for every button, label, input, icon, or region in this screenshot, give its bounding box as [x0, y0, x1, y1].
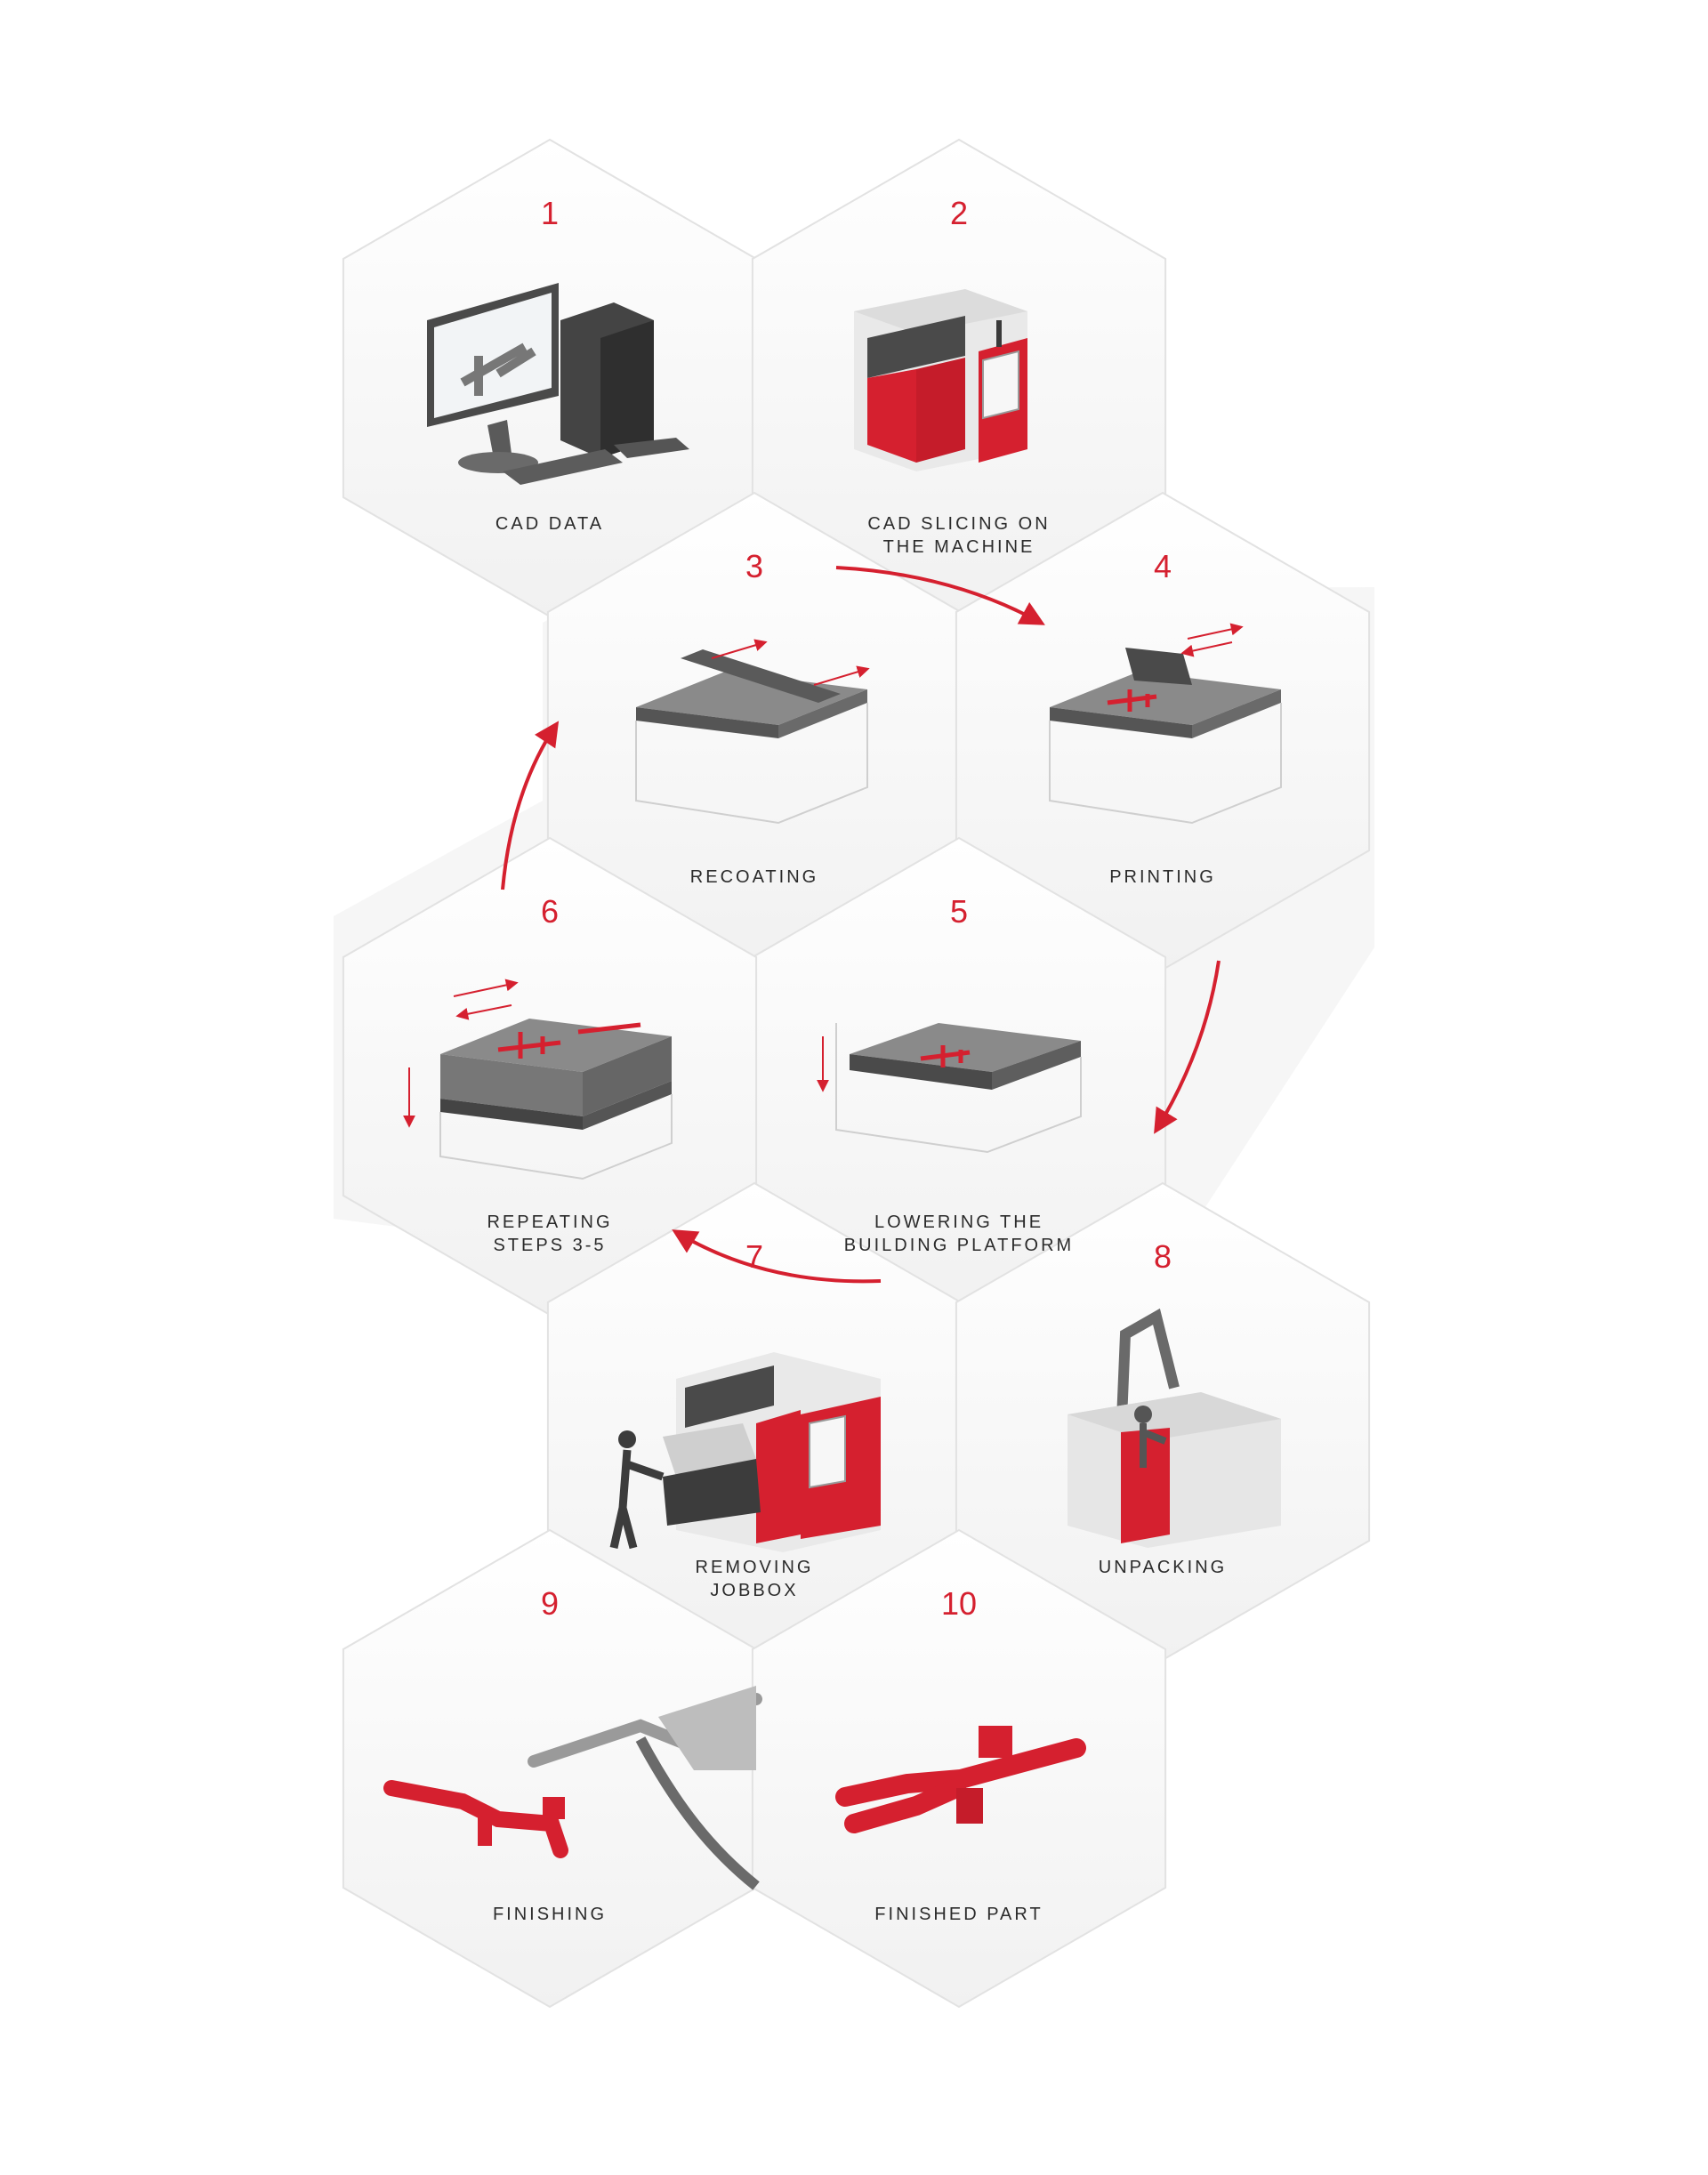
flow-arrow-3-to-4 [835, 566, 1045, 625]
step-number: 4 [1154, 548, 1172, 584]
flow-arrow-6-to-3 [501, 721, 560, 890]
step-number: 6 [541, 893, 559, 930]
printer-machine-icon [854, 289, 1027, 471]
step-label: FINISHED PART [874, 1905, 1043, 1924]
flow-arrows [501, 566, 1221, 1284]
finished-part-icon [835, 1726, 1086, 1833]
step-label: JOBBOX [710, 1581, 798, 1600]
illustrations [383, 283, 1282, 1890]
layer-stack-icon [403, 979, 673, 1180]
jobbox-removal-icon [609, 1352, 881, 1552]
step-label: THE MACHINE [883, 537, 1035, 557]
step-label: REPEATING [487, 1212, 612, 1232]
lowering-platform-icon [817, 1023, 1082, 1154]
step-label: RECOATING [690, 867, 818, 887]
step-number: 7 [745, 1238, 763, 1275]
flow-arrow-4-to-5 [1154, 960, 1221, 1134]
step-label: REMOVING [696, 1558, 814, 1577]
air-gun-finishing-icon [383, 1686, 762, 1890]
step-number: 5 [950, 893, 968, 930]
flow-arrow-5-to-6 [672, 1229, 882, 1284]
step-label: LOWERING THE [874, 1212, 1043, 1232]
step-label: PRINTING [1109, 867, 1216, 887]
step-label: CAD SLICING ON [867, 514, 1050, 534]
step-number: 3 [745, 548, 763, 584]
step-label: UNPACKING [1099, 1558, 1227, 1577]
step-label: BUILDING PLATFORM [844, 1236, 1074, 1255]
recoater-platform-icon [635, 639, 870, 825]
step-label: CAD DATA [495, 514, 604, 534]
printhead-platform-icon [1049, 623, 1282, 825]
step-number: 8 [1154, 1238, 1172, 1275]
step-number: 1 [541, 195, 559, 231]
step-number: 9 [541, 1585, 559, 1622]
computer-workstation-icon [427, 283, 689, 485]
hex-cell-step-10 [751, 1528, 1167, 2009]
step-label: STEPS 3-5 [493, 1236, 606, 1255]
step-number: 2 [950, 195, 968, 231]
step-number: 10 [941, 1585, 977, 1622]
step-label: FINISHING [493, 1905, 607, 1924]
unpacking-station-icon [1068, 1308, 1281, 1548]
